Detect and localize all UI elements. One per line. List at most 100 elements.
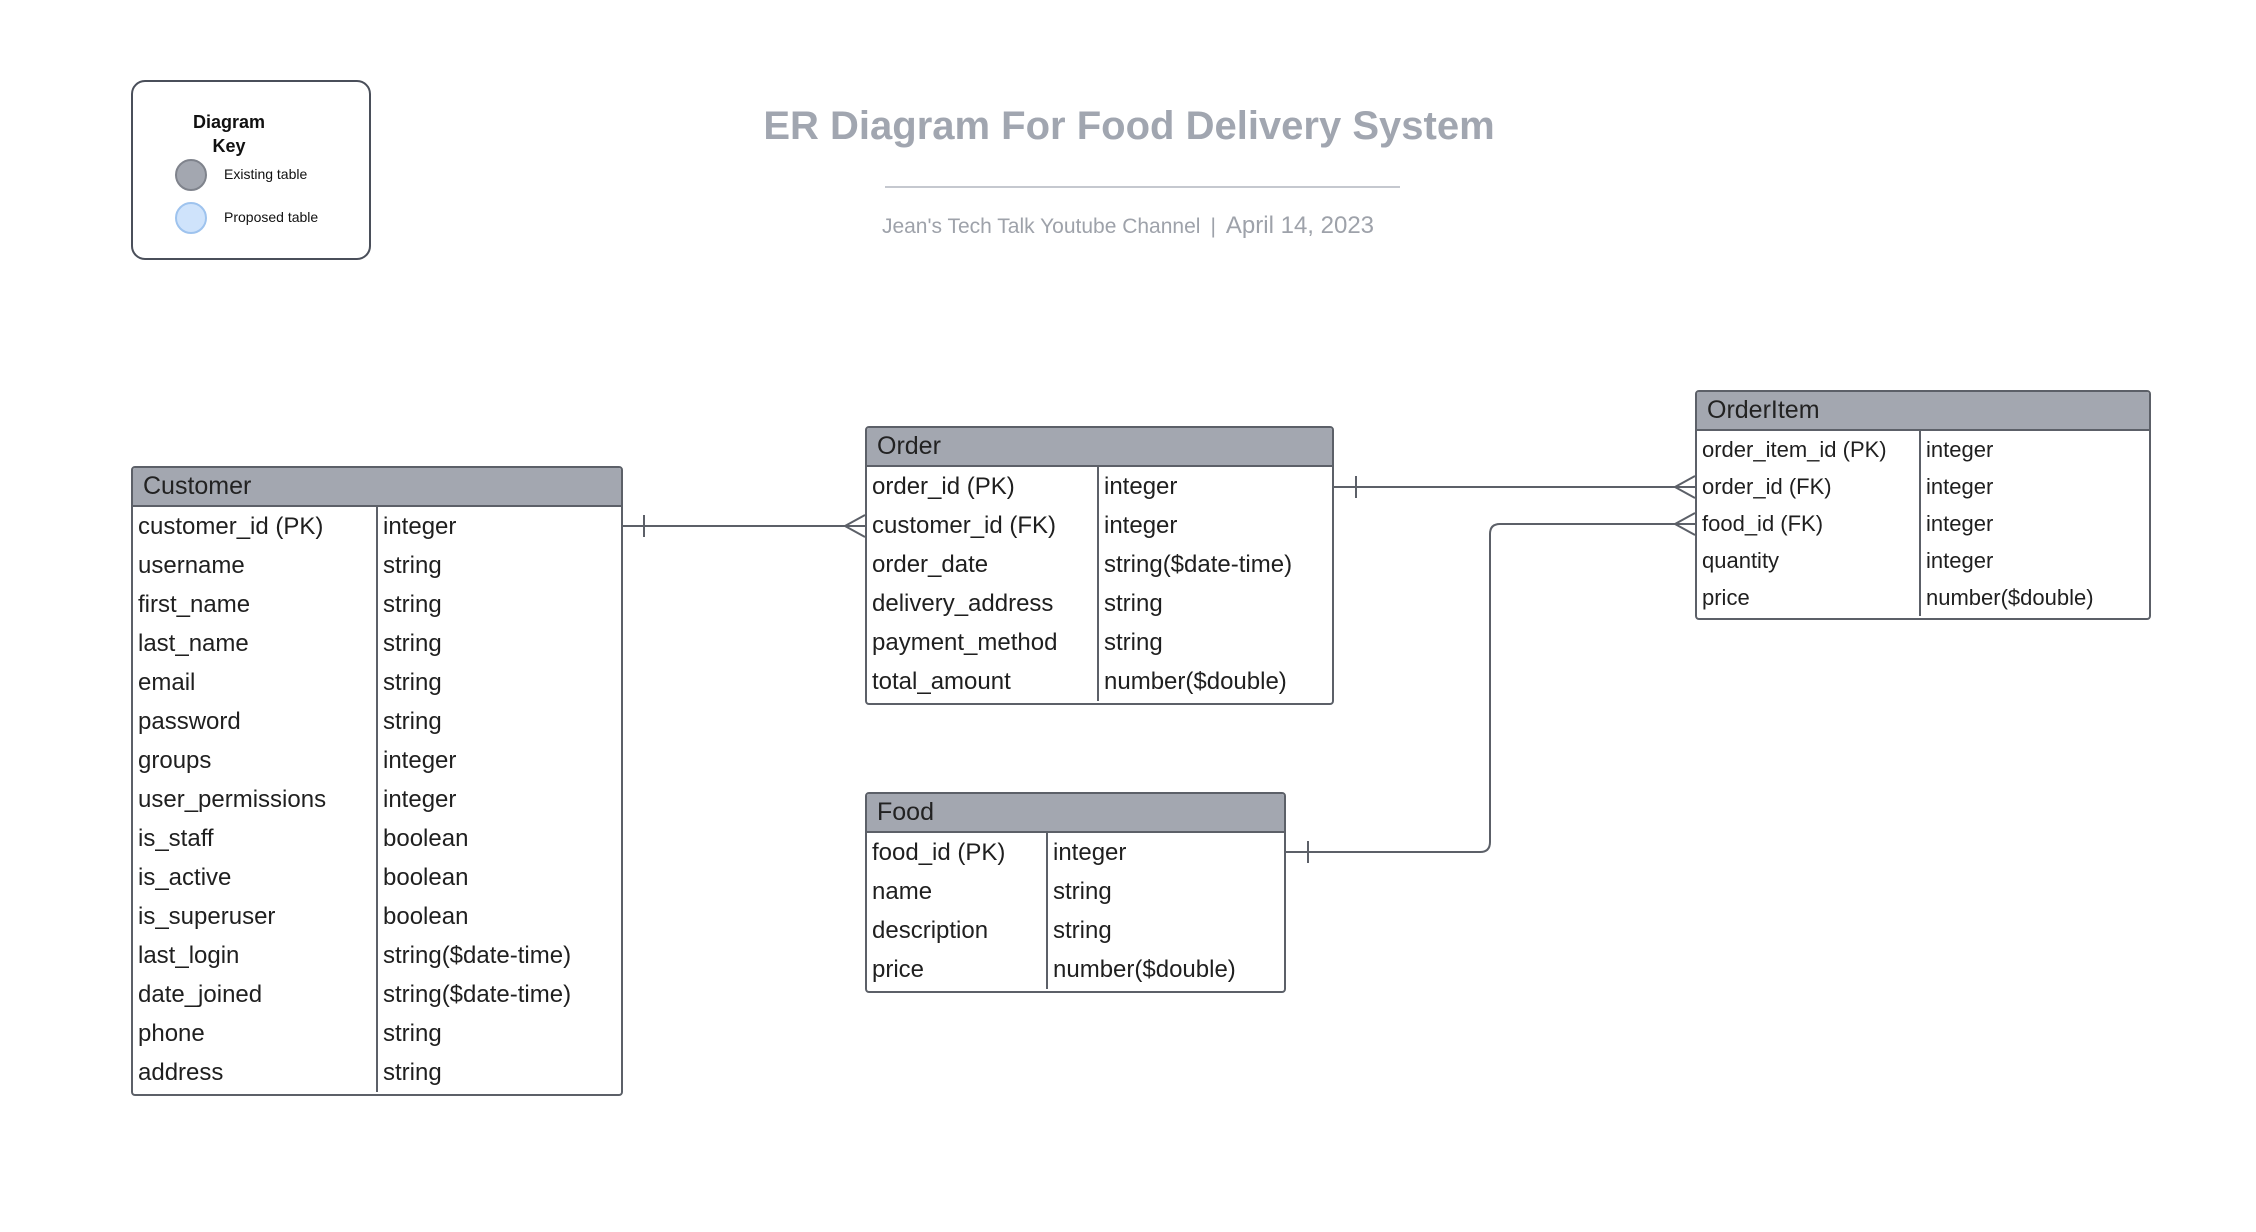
- field-name: is_active: [133, 858, 378, 897]
- field-type: string: [1053, 916, 1112, 944]
- field-name: food_id (FK): [1697, 505, 1921, 542]
- table-row: order_id (FK)integer: [1697, 468, 2149, 505]
- field-type: string: [383, 1058, 442, 1086]
- subtitle: Jean's Tech Talk Youtube Channel|April 1…: [0, 212, 2256, 240]
- field-type: integer: [1926, 473, 1994, 499]
- field-name: name: [867, 872, 1048, 911]
- table-row: customer_id (FK)integer: [867, 506, 1332, 545]
- field-name: address: [133, 1053, 378, 1092]
- field-type: integer: [1926, 547, 1994, 573]
- field-name: user_permissions: [133, 780, 378, 819]
- field-type: number($double): [1926, 584, 2094, 610]
- field-type: boolean: [383, 824, 469, 852]
- table-row: order_item_id (PK)integer: [1697, 431, 2149, 468]
- field-type: integer: [1926, 436, 1994, 462]
- proposed-table-swatch: [175, 202, 207, 234]
- field-type: string: [383, 551, 442, 579]
- field-type: integer: [383, 512, 457, 540]
- field-type: integer: [383, 785, 457, 813]
- existing-table-swatch: [175, 159, 207, 191]
- field-name: email: [133, 663, 378, 702]
- field-type: string: [383, 629, 442, 657]
- field-name: order_id (FK): [1697, 468, 1921, 505]
- field-type: integer: [383, 746, 457, 774]
- field-type: string: [383, 590, 442, 618]
- food-orderitem-connector[interactable]: [1286, 512, 1696, 863]
- field-name: quantity: [1697, 542, 1921, 579]
- field-name: order_id (PK): [867, 467, 1099, 506]
- field-name: order_date: [867, 545, 1099, 584]
- table-header: OrderItem: [1697, 392, 2149, 431]
- field-type: string($date-time): [383, 980, 572, 1008]
- field-name: delivery_address: [867, 584, 1099, 623]
- field-name: payment_method: [867, 623, 1099, 662]
- table-row: food_id (FK)integer: [1697, 505, 2149, 542]
- field-name: customer_id (FK): [867, 506, 1099, 545]
- field-type: string: [383, 1019, 442, 1047]
- field-name: total_amount: [867, 662, 1099, 701]
- table-row: food_id (PK)integer: [867, 833, 1284, 872]
- field-name: username: [133, 546, 378, 585]
- diagram-date: April 14, 2023: [1225, 212, 1375, 239]
- field-type: number($double): [1104, 667, 1287, 695]
- field-type: string($date-time): [1104, 550, 1293, 578]
- proposed-table-label: Proposed table: [224, 209, 319, 225]
- field-name: order_item_id (PK): [1697, 431, 1921, 468]
- field-type: number($double): [1053, 955, 1236, 983]
- channel-name: Jean's Tech Talk Youtube Channel: [881, 215, 1201, 238]
- field-name: password: [133, 702, 378, 741]
- field-type: string: [1104, 628, 1163, 656]
- field-type: boolean: [383, 902, 469, 930]
- order-orderitem-connector[interactable]: [1334, 475, 1696, 499]
- field-type: boolean: [383, 863, 469, 891]
- table-header: Food: [867, 794, 1284, 833]
- table-row: customer_id (PK)integer: [133, 507, 621, 546]
- field-name: description: [867, 911, 1048, 950]
- existing-table-label: Existing table: [224, 166, 308, 182]
- field-name: groups: [133, 741, 378, 780]
- many-marker: [842, 514, 866, 538]
- table-header: Customer: [133, 468, 621, 507]
- field-name: food_id (PK): [867, 833, 1048, 872]
- customer-order-connector[interactable]: [623, 514, 866, 538]
- field-name: is_superuser: [133, 897, 378, 936]
- field-name: price: [867, 950, 1048, 989]
- field-type: integer: [1104, 472, 1178, 500]
- diagram-title: ER Diagram For Food Delivery System: [763, 104, 1495, 148]
- field-type: integer: [1104, 511, 1178, 539]
- field-name: phone: [133, 1014, 378, 1053]
- connector-line: [1286, 523, 1695, 853]
- field-type: string: [383, 668, 442, 696]
- field-name: customer_id (PK): [133, 507, 378, 546]
- table-row: order_id (PK)integer: [867, 467, 1332, 506]
- field-type: integer: [1053, 838, 1127, 866]
- many-marker: [1672, 475, 1696, 499]
- field-name: date_joined: [133, 975, 378, 1014]
- field-type: string($date-time): [383, 941, 572, 969]
- table-header: Order: [867, 428, 1332, 467]
